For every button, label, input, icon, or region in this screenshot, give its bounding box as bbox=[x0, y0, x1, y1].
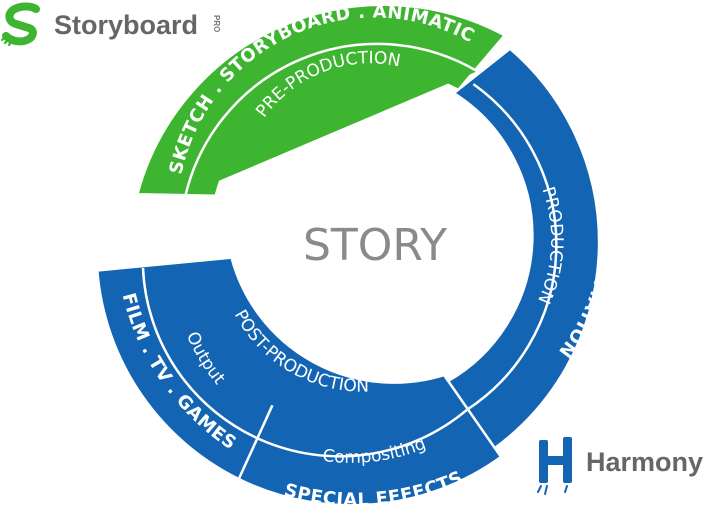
storyboard-pro-logo: Storyboard PRO bbox=[0, 2, 221, 47]
storyboard-s-icon bbox=[0, 2, 40, 47]
post-production-ring bbox=[95, 256, 503, 507]
production-ring-inner bbox=[466, 83, 558, 411]
post-production-divider-left bbox=[235, 404, 274, 484]
harmony-logo-text: Harmony bbox=[586, 447, 703, 477]
storyboard-logo-text: Storyboard bbox=[54, 10, 198, 40]
harmony-logo: Harmony bbox=[537, 437, 703, 495]
post-production-inner-arc bbox=[141, 267, 469, 458]
storyboard-pro-suffix: PRO bbox=[212, 15, 221, 32]
harmony-h-icon bbox=[537, 437, 572, 495]
production-ring-outer bbox=[440, 47, 601, 451]
pre-production-ring-inner bbox=[184, 42, 478, 196]
post-production-divider-right bbox=[139, 259, 184, 268]
center-story-label: STORY bbox=[303, 220, 447, 271]
